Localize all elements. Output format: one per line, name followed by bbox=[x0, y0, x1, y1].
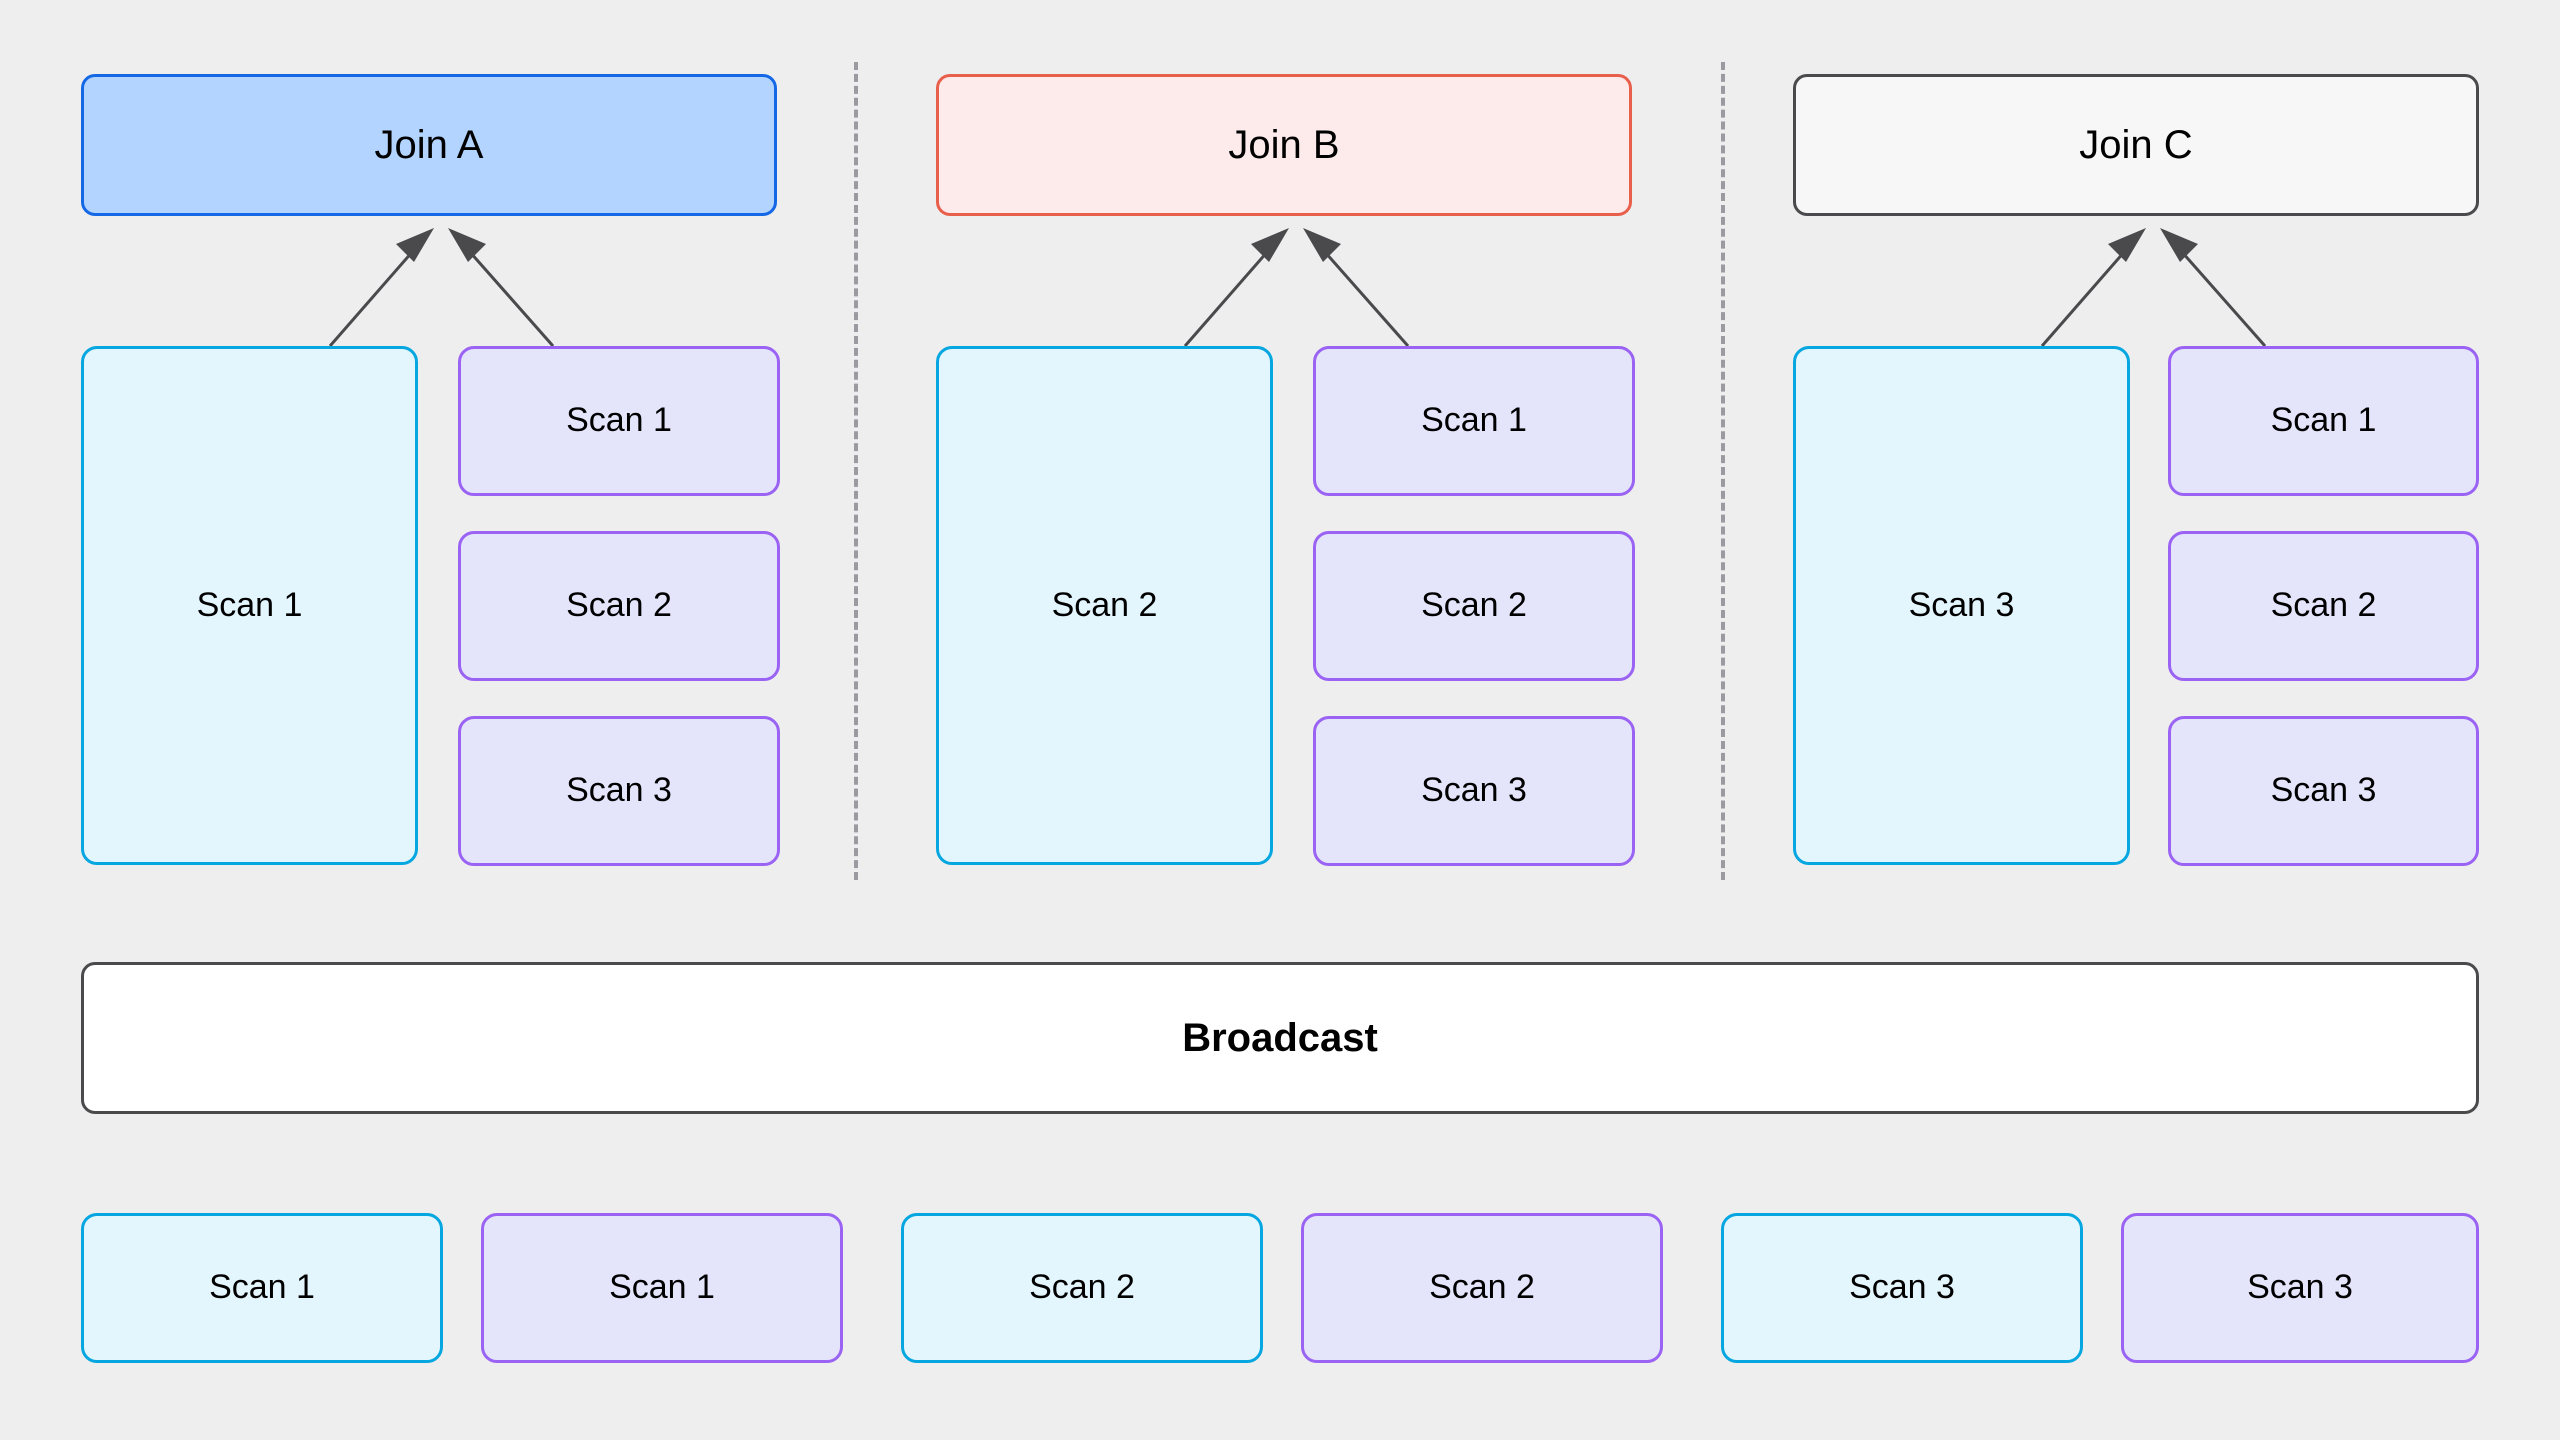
group-a-build-scan[interactable]: Scan 1 bbox=[81, 346, 418, 865]
broadcast-input-2-label: Scan 1 bbox=[609, 1268, 715, 1307]
group-c-build-scan[interactable]: Scan 3 bbox=[1793, 346, 2130, 865]
broadcast-input-5-label: Scan 3 bbox=[1849, 1268, 1955, 1307]
broadcast-input-3[interactable]: Scan 2 bbox=[901, 1213, 1263, 1363]
arrow-scan3-to-join-c bbox=[2040, 228, 2146, 347]
arrow-scan-list-to-join-c bbox=[2160, 228, 2267, 347]
group-a-probe-scan-2[interactable]: Scan 2 bbox=[458, 531, 780, 681]
join-c-label: Join C bbox=[2079, 123, 2193, 167]
broadcast-bar[interactable]: Broadcast bbox=[81, 962, 2479, 1114]
group-c-probe-scan-2[interactable]: Scan 2 bbox=[2168, 531, 2479, 681]
group-divider-2 bbox=[1721, 62, 1725, 880]
arrow-scan2-to-join-b bbox=[1183, 228, 1289, 347]
broadcast-input-4-label: Scan 2 bbox=[1429, 1268, 1535, 1307]
group-a-probe-scan-1[interactable]: Scan 1 bbox=[458, 346, 780, 496]
group-c-probe-scan-1-label: Scan 1 bbox=[2270, 401, 2377, 440]
broadcast-input-6[interactable]: Scan 3 bbox=[2121, 1213, 2479, 1363]
group-b-probe-scan-1[interactable]: Scan 1 bbox=[1313, 346, 1635, 496]
group-b-probe-scan-2[interactable]: Scan 2 bbox=[1313, 531, 1635, 681]
broadcast-input-3-label: Scan 2 bbox=[1029, 1268, 1135, 1307]
broadcast-input-6-label: Scan 3 bbox=[2247, 1268, 2353, 1307]
group-b-build-scan-label: Scan 2 bbox=[1051, 585, 1158, 624]
join-c-node[interactable]: Join C bbox=[1793, 74, 2479, 216]
group-b-probe-scan-2-label: Scan 2 bbox=[1421, 586, 1527, 625]
arrow-scan-list-to-join-b bbox=[1303, 228, 1410, 347]
group-divider-1 bbox=[854, 62, 858, 880]
group-b-build-scan[interactable]: Scan 2 bbox=[936, 346, 1273, 865]
broadcast-input-5[interactable]: Scan 3 bbox=[1721, 1213, 2083, 1363]
group-b-probe-scan-3-label: Scan 3 bbox=[1421, 771, 1527, 810]
group-b-probe-scan-1-label: Scan 1 bbox=[1421, 401, 1527, 440]
broadcast-input-1[interactable]: Scan 1 bbox=[81, 1213, 443, 1363]
group-a-probe-scan-3-label: Scan 3 bbox=[566, 771, 672, 810]
group-a-probe-scan-2-label: Scan 2 bbox=[566, 586, 672, 625]
group-c-probe-scan-3[interactable]: Scan 3 bbox=[2168, 716, 2479, 866]
group-c-build-scan-label: Scan 3 bbox=[1908, 585, 2015, 624]
join-a-label: Join A bbox=[374, 123, 484, 167]
group-a-probe-scan-1-label: Scan 1 bbox=[566, 401, 672, 440]
arrow-scan-list-to-join-a bbox=[448, 228, 555, 347]
group-a-probe-scan-3[interactable]: Scan 3 bbox=[458, 716, 780, 866]
arrow-scan1-to-join-a bbox=[328, 228, 434, 347]
group-c-probe-scan-3-label: Scan 3 bbox=[2270, 771, 2377, 810]
broadcast-input-2[interactable]: Scan 1 bbox=[481, 1213, 843, 1363]
join-b-label: Join B bbox=[1228, 123, 1340, 167]
join-b-node[interactable]: Join B bbox=[936, 74, 1632, 216]
group-c-probe-scan-2-label: Scan 2 bbox=[2270, 586, 2377, 625]
join-a-node[interactable]: Join A bbox=[81, 74, 777, 216]
group-c-probe-scan-1[interactable]: Scan 1 bbox=[2168, 346, 2479, 496]
broadcast-input-4[interactable]: Scan 2 bbox=[1301, 1213, 1663, 1363]
broadcast-label: Broadcast bbox=[1182, 1016, 1378, 1060]
broadcast-input-1-label: Scan 1 bbox=[209, 1268, 315, 1307]
group-a-build-scan-label: Scan 1 bbox=[196, 585, 303, 624]
group-b-probe-scan-3[interactable]: Scan 3 bbox=[1313, 716, 1635, 866]
